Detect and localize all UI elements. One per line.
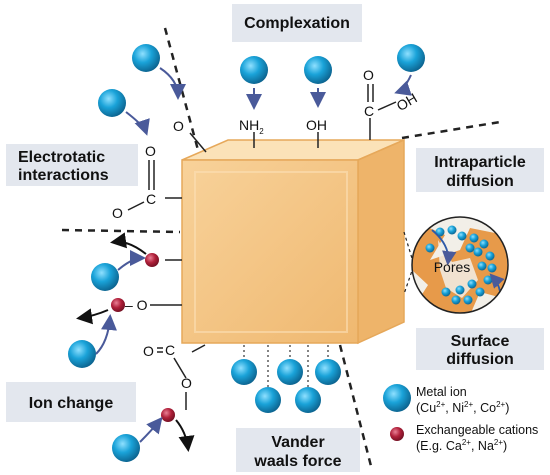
carboxyl-c: C xyxy=(364,103,374,119)
legend-metal-ion-detail: (Cu2+, Ni2+, Co2+) xyxy=(416,400,509,415)
legend-metal-ion-swatch xyxy=(383,384,411,412)
nh2-group: NH2 xyxy=(239,117,264,136)
vander-label-line1: Vander xyxy=(271,434,324,451)
legend-cation-swatch xyxy=(390,427,404,441)
oh-group: OH xyxy=(306,117,327,133)
electrostatic-o-top: O xyxy=(145,143,156,159)
black-arrows xyxy=(76,232,195,452)
metal-ions xyxy=(68,44,425,462)
carboxyl-o: O xyxy=(363,67,374,83)
metal-ion xyxy=(304,56,332,84)
exchangeable-cations xyxy=(111,253,175,422)
intraparticle-label-box xyxy=(416,148,544,192)
vander-label-line2: waals force xyxy=(253,453,341,470)
electrostatic-label-box xyxy=(6,144,138,186)
bottom-o-mid: O xyxy=(181,375,192,391)
divider-lines xyxy=(61,27,501,471)
complexation-label-box xyxy=(232,4,362,42)
bottom-o-left: O xyxy=(143,343,154,359)
legend-exchange-title: Exchangeable cations xyxy=(416,423,538,437)
legend-exchange-detail: (E.g. Ca2+, Na2+) xyxy=(416,438,507,453)
ion-change-label: Ion change xyxy=(29,395,114,412)
bond-lines xyxy=(150,118,371,353)
metal-ion xyxy=(132,44,160,72)
intraparticle-label-line1: Intraparticle xyxy=(434,154,526,171)
metal-ion xyxy=(98,89,126,117)
ion-change-o: – O xyxy=(125,297,148,313)
legend-metal-ion-title: Metal ion xyxy=(416,385,467,399)
metal-ion xyxy=(397,44,425,72)
surface-label-line2: diffusion xyxy=(446,351,514,368)
vander-label-box xyxy=(236,428,360,472)
exchangeable-cation xyxy=(111,298,125,312)
intraparticle-label-line2: diffusion xyxy=(446,173,514,190)
exchangeable-cation xyxy=(161,408,175,422)
metal-ion xyxy=(91,263,119,291)
metal-ion xyxy=(240,56,268,84)
metal-ion xyxy=(231,359,257,385)
exchangeable-cation xyxy=(145,253,159,267)
metal-ion xyxy=(315,359,341,385)
electrostatic-label-line2: interactions xyxy=(18,167,109,184)
electrostatic-o-left: O xyxy=(112,205,123,221)
blue-arrows xyxy=(95,67,412,443)
electrostatic-label-line1: Electrotatic xyxy=(18,149,105,166)
metal-ion xyxy=(68,340,96,368)
metal-ion xyxy=(295,387,321,413)
surface-label-box xyxy=(416,328,544,370)
metal-ion xyxy=(112,434,140,462)
pores-label: Pores xyxy=(434,259,471,275)
carboxyl-oh: OH xyxy=(394,90,420,114)
adsorbent-cube xyxy=(181,138,405,345)
pore-zoom: Pores xyxy=(403,216,509,314)
surface-label-line1: Surface xyxy=(451,333,510,350)
complexation-label: Complexation xyxy=(244,15,350,32)
o-group-top: O xyxy=(173,118,184,134)
ion-change-label-box xyxy=(6,382,136,422)
bottom-c: C xyxy=(165,342,175,358)
bottom-carboxyl-bonds xyxy=(157,347,187,410)
carboxyl-bonds xyxy=(367,84,397,111)
electrostatic-c: C xyxy=(146,191,156,207)
legend: Metal ion (Cu2+, Ni2+, Co2+) Exchangeabl… xyxy=(383,384,538,453)
metal-ion xyxy=(277,359,303,385)
electrostatic-bonds xyxy=(127,160,155,211)
metal-ion xyxy=(255,387,281,413)
vander-waals-lines xyxy=(243,345,329,393)
